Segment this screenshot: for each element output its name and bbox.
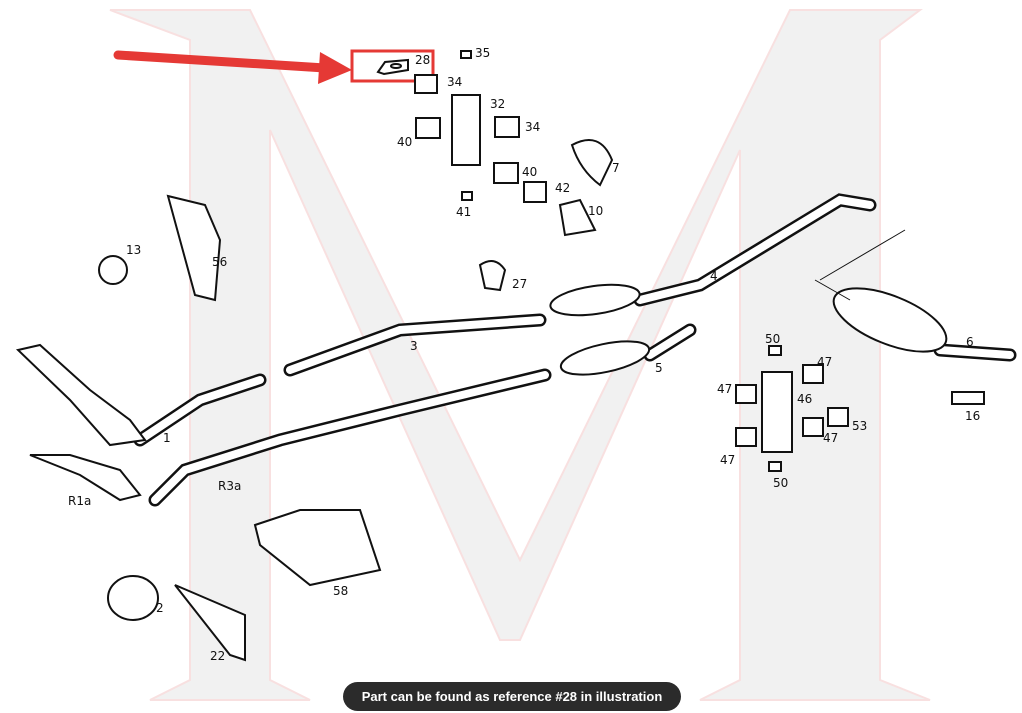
highlight-box <box>350 49 435 83</box>
label-6: 6 <box>966 335 974 349</box>
part-22 <box>174 584 246 662</box>
pipe-5 <box>643 323 697 362</box>
label-58: 58 <box>333 584 348 598</box>
label-3: 3 <box>410 339 418 353</box>
label-R1a: R1a <box>68 494 91 508</box>
manifold-R1a <box>29 454 142 502</box>
part-40b <box>493 162 519 184</box>
label-34: 34 <box>447 75 462 89</box>
label-41: 41 <box>456 205 471 219</box>
pipe-3 <box>283 313 547 377</box>
part-47a <box>735 384 757 404</box>
muffler-4 <box>549 283 641 317</box>
label-7: 7 <box>612 161 620 175</box>
pipe-4 <box>633 193 877 307</box>
label-13: 13 <box>126 243 141 257</box>
reference-caption: Part can be found as reference #28 in il… <box>343 682 681 711</box>
muffler-5 <box>559 340 651 376</box>
label-22: 22 <box>210 649 225 663</box>
label-40: 40 <box>522 165 537 179</box>
part-47b <box>802 364 824 384</box>
label-32: 32 <box>490 97 505 111</box>
pipe-1 <box>133 373 267 447</box>
part-56 <box>166 194 222 302</box>
part-42 <box>523 181 547 203</box>
label-53: 53 <box>852 419 867 433</box>
part-34b <box>494 116 520 138</box>
watermark-logo <box>109 9 931 701</box>
part-34a <box>414 74 438 94</box>
label-10: 10 <box>588 204 603 218</box>
muffler-6 <box>832 287 948 353</box>
label-47: 47 <box>720 453 735 467</box>
label-27: 27 <box>512 277 527 291</box>
part-28 <box>376 58 409 76</box>
label-16: 16 <box>965 409 980 423</box>
label-47: 47 <box>717 382 732 396</box>
pointer-arrow <box>113 50 352 84</box>
label-42: 42 <box>555 181 570 195</box>
part-13 <box>98 255 128 285</box>
label-R3a: R3a <box>218 479 241 493</box>
part-7 <box>570 139 614 187</box>
label-47: 47 <box>817 355 832 369</box>
leader-lines <box>814 229 906 301</box>
label-35: 35 <box>475 46 490 60</box>
part-35 <box>460 50 472 59</box>
label-50: 50 <box>773 476 788 490</box>
part-32 <box>451 94 481 166</box>
label-2: 2 <box>156 601 164 615</box>
label-34: 34 <box>525 120 540 134</box>
label-5: 5 <box>655 361 663 375</box>
part-53 <box>827 407 849 427</box>
label-40: 40 <box>397 135 412 149</box>
label-56: 56 <box>212 255 227 269</box>
label-46: 46 <box>797 392 812 406</box>
label-1: 1 <box>163 431 171 445</box>
part-47d <box>735 427 757 447</box>
label-47: 47 <box>823 431 838 445</box>
pipe-6-tail <box>933 343 1017 362</box>
part-40a <box>415 117 441 139</box>
part-16 <box>951 391 985 405</box>
part-46 <box>761 371 793 453</box>
label-50: 50 <box>765 332 780 346</box>
part-41 <box>461 191 473 201</box>
part-27 <box>478 260 507 292</box>
label-4: 4 <box>710 269 718 283</box>
part-50b <box>768 461 782 472</box>
part-10 <box>558 198 597 237</box>
part-47c <box>802 417 824 437</box>
manifold-1 <box>15 343 147 447</box>
part-2 <box>107 575 159 621</box>
part-50a <box>768 345 782 356</box>
label-28: 28 <box>415 53 430 67</box>
part-58 <box>253 509 382 587</box>
pipe-R3a <box>148 368 552 507</box>
